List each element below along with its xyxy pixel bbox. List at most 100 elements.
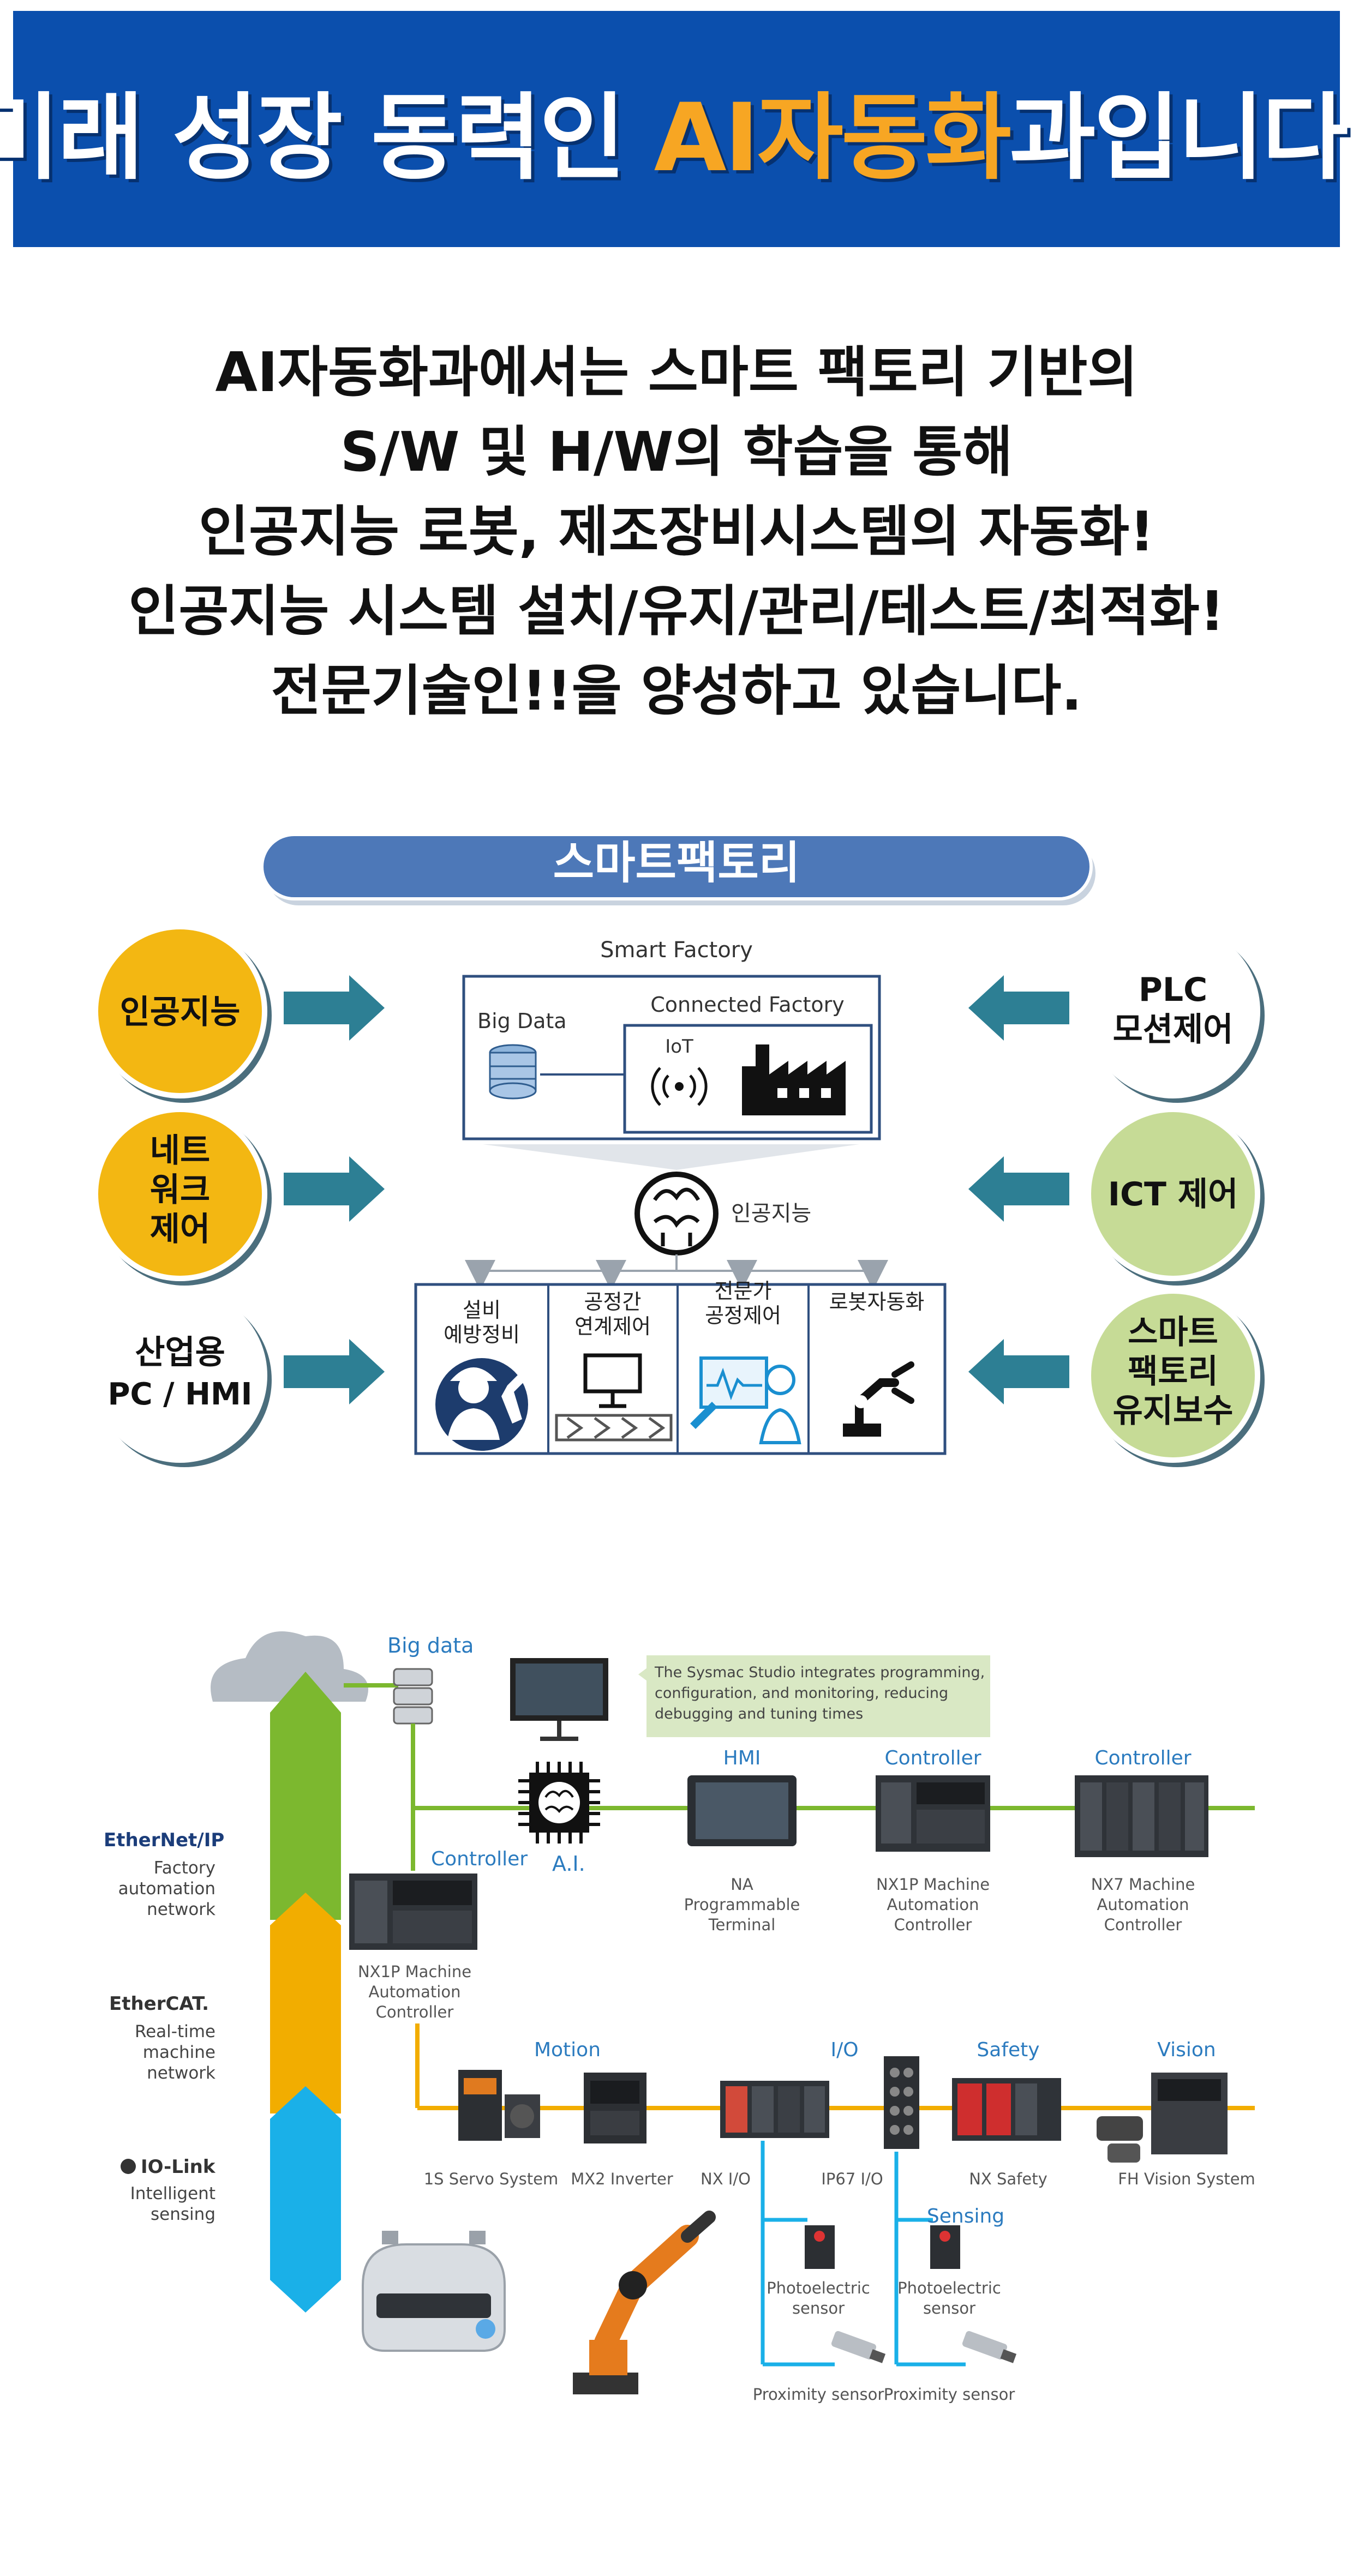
- left-topic-circle: 인공지능: [93, 924, 272, 1103]
- safety-module-icon: [952, 2078, 1061, 2141]
- right-topic-circle: ICT 제어: [1086, 1107, 1265, 1286]
- device-head: Controller: [431, 1848, 528, 1870]
- device-label: Controller: [376, 2003, 454, 2021]
- device-label: Automation: [1097, 1895, 1189, 1914]
- circle-label: ICT 제어: [1108, 1175, 1238, 1214]
- circle-label: 제어: [150, 1210, 210, 1248]
- ai-chip-icon: [518, 1762, 600, 1844]
- network-desc: network: [147, 1900, 215, 1919]
- proximity-sensor-icon: [831, 2331, 886, 2363]
- sensor-label: sensor: [923, 2299, 975, 2317]
- ethernet-network-bar: [270, 1672, 341, 1920]
- arrow-left-icon: [968, 1156, 1069, 1222]
- funnel-shape: [483, 1144, 859, 1170]
- network-desc: Factory: [154, 1858, 215, 1878]
- maintenance-worker-icon: [435, 1358, 528, 1451]
- device-head: Controller: [1094, 1747, 1191, 1769]
- monitor-conveyor-icon: [555, 1353, 673, 1442]
- iolink-logo-icon: [121, 2159, 136, 2174]
- box-label: 예방정비: [444, 1323, 520, 1347]
- brain-icon: [634, 1172, 719, 1256]
- device-head: HMI: [723, 1747, 761, 1769]
- device-label: NA: [731, 1875, 753, 1894]
- servo-drive-icon: [458, 2070, 540, 2141]
- ethercat-logo: EtherCAT.: [109, 1993, 209, 2015]
- device-label: NX7 Machine: [1091, 1875, 1195, 1894]
- intro-line: 전문기술인!!을 양성하고 있습니다.: [271, 659, 1082, 723]
- nx-io-module-icon: [720, 2081, 829, 2138]
- database-icon: [489, 1044, 537, 1100]
- right-topic-circle: PLC 모션제어: [1086, 924, 1265, 1103]
- box-label: 연계제어: [574, 1314, 651, 1338]
- device-label: Automation: [887, 1895, 979, 1914]
- ai-label: 인공지능: [731, 1201, 811, 1226]
- workstation-monitor-icon: [510, 1658, 608, 1741]
- wifi-signal-icon: [651, 1067, 708, 1106]
- robot-arm-icon: [843, 1361, 914, 1437]
- bigdata-head: Big data: [387, 1634, 474, 1658]
- plc-controller-icon: [349, 1874, 477, 1950]
- intro-text: AI자동화과에서는 스마트 팩토리 기반의 S/W 및 H/W의 학습을 통해 …: [0, 333, 1353, 731]
- box-label: 공정제어: [705, 1304, 781, 1328]
- arrow-right-icon: [284, 1339, 385, 1404]
- circle-label: 모션제어: [1113, 1011, 1234, 1049]
- device-label: 1S Servo System: [424, 2170, 559, 2188]
- circle-label: 유지보수: [1113, 1392, 1234, 1430]
- circle-label: PC / HMI: [107, 1377, 252, 1412]
- device-label: NX1P Machine: [876, 1875, 990, 1894]
- sensor-label: sensor: [792, 2299, 845, 2317]
- inverter-icon: [584, 2073, 646, 2143]
- bigdata-label: Big Data: [477, 1009, 567, 1033]
- smart-factory-banner-label: 스마트팩토리: [553, 837, 800, 889]
- device-label: Automation: [369, 1983, 461, 2001]
- arrow-right-icon: [284, 1156, 385, 1222]
- intro-line: 인공지능 시스템 설치/유지/관리/테스트/최적화!: [128, 579, 1225, 643]
- smart-factory-banner: [260, 833, 1093, 900]
- left-topic-circle: 산업용 PC / HMI: [93, 1288, 272, 1467]
- iolink-network-bar: [270, 2086, 341, 2313]
- device-label: Controller: [1104, 1916, 1182, 1934]
- device-label: NX1P Machine: [358, 1962, 471, 1981]
- cloud-icon: [211, 1631, 368, 1702]
- intro-line: 인공지능 로봇, 제조장비시스템의 자동화!: [198, 500, 1155, 563]
- expert-control-icon: [690, 1356, 801, 1444]
- iot-label: IoT: [665, 1036, 693, 1058]
- device-label: Terminal: [708, 1916, 776, 1934]
- network-svg: Big data The Sysmac Studio integrates pr…: [104, 1631, 1255, 2404]
- ip67-io-icon: [884, 2056, 919, 2149]
- intro-line: AI자동화과에서는 스마트 팩토리 기반의: [215, 340, 1138, 404]
- connected-factory-label: Connected Factory: [650, 993, 845, 1017]
- network-desc: automation: [118, 1879, 215, 1899]
- group-head: Safety: [977, 2039, 1039, 2061]
- circle-label: 인공지능: [120, 993, 241, 1031]
- factory-icon: [742, 1044, 846, 1115]
- title-highlight: AI자동화: [654, 82, 1012, 193]
- network-desc: Intelligent: [130, 2184, 215, 2203]
- smart-factory-svg: 스마트팩토리 Smart Factory Big Data Connected …: [93, 833, 1265, 1467]
- ai-head: A.I.: [552, 1852, 585, 1876]
- arrow-right-icon: [284, 975, 385, 1041]
- plc-controller-icon: [876, 1775, 990, 1852]
- group-head: Sensing: [927, 2205, 1004, 2227]
- vision-system-icon: [1097, 2073, 1228, 2163]
- mobile-robot-icon: [362, 2231, 506, 2352]
- device-label: NX I/O: [701, 2170, 751, 2188]
- smart-factory-diagram: 스마트팩토리 Smart Factory Big Data Connected …: [0, 818, 1353, 1500]
- server-stack-icon: [393, 1668, 433, 1725]
- box-label: 공정간: [584, 1290, 642, 1314]
- sensor-label: Photoelectric: [767, 2279, 870, 2297]
- arrow-left-icon: [968, 975, 1069, 1041]
- circle-label: 워크: [150, 1171, 210, 1209]
- header-banner: 미래 성장 동력인 AI자동화과입니다.: [0, 11, 1353, 247]
- network-desc: Real-time: [135, 2022, 215, 2041]
- group-head: Motion: [534, 2039, 601, 2061]
- callout-line: debugging and tuning times: [655, 1706, 863, 1722]
- group-head: Vision: [1157, 2039, 1216, 2061]
- circle-label: 산업용: [135, 1334, 225, 1372]
- box-label: 로봇자동화: [829, 1290, 925, 1314]
- sf-title: Smart Factory: [600, 938, 753, 963]
- device-label: NX Safety: [969, 2170, 1047, 2188]
- device-label: IP67 I/O: [821, 2170, 883, 2188]
- circle-label: 네트: [150, 1132, 210, 1170]
- circle-label: 스마트: [1128, 1313, 1218, 1352]
